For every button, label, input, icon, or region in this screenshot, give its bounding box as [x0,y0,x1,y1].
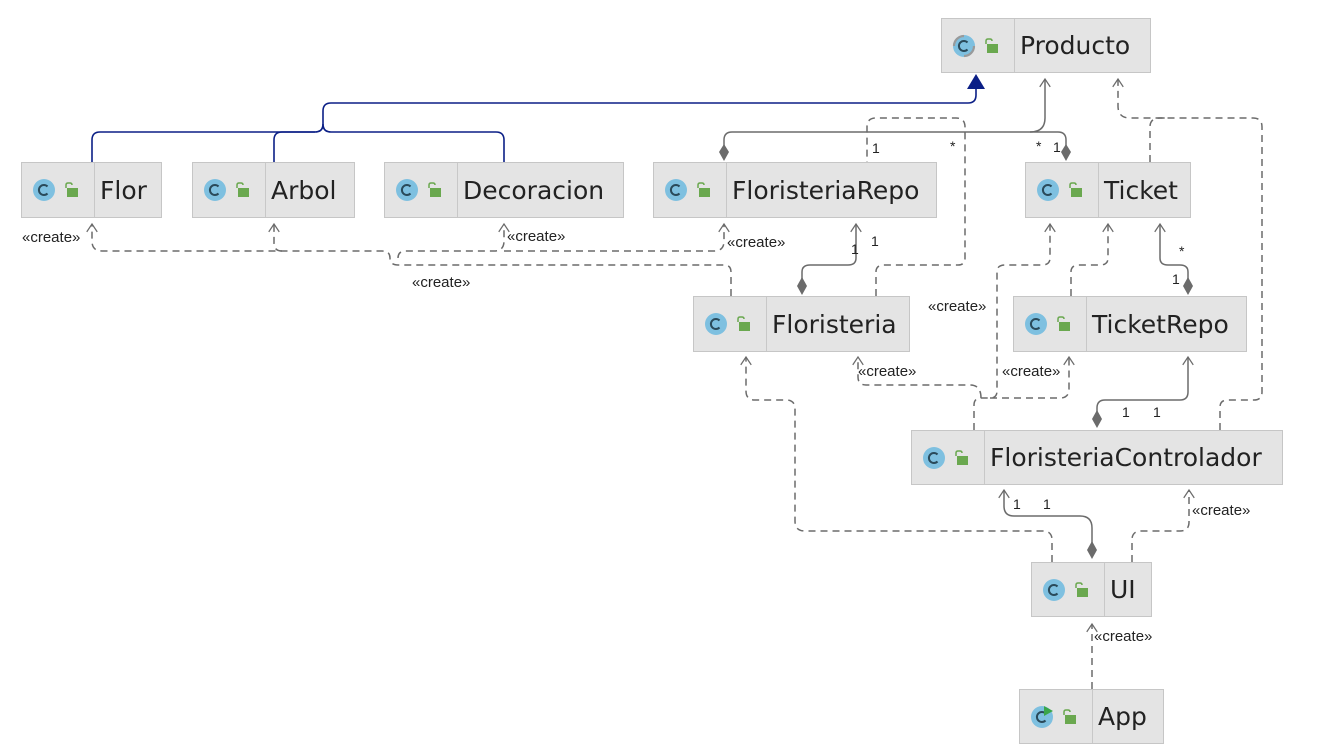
class-name: UI [1110,575,1136,604]
multiplicity: 1 [1153,404,1161,420]
edge-ticketrepo-ticket [1154,222,1189,279]
class-node-app[interactable]: App [1019,689,1164,744]
create-label: «create» [412,274,470,291]
create-label: «create» [22,229,80,246]
edge-arbol-producto [273,131,315,162]
multiplicity-labels: 1 * * 1 1 1 * 1 1 1 1 1 [851,138,1185,512]
public-visibility-icon [236,182,249,197]
class-icon [204,179,226,201]
class-icon [1025,313,1047,335]
edge-controlador-ticketrepo [1096,355,1194,412]
public-visibility-icon [1057,316,1070,331]
composition-edges [719,77,1194,559]
multiplicity: * [1036,138,1042,154]
edge-controlador-floristeria-create [852,355,982,399]
multiplicity: 1 [872,140,880,156]
multiplicity: 1 [1122,404,1130,420]
class-name: Floristeria [772,309,897,339]
class-node-floristeriarepo[interactable]: FloristeriaRepo [653,162,937,218]
edge-floristeria-decoracion [397,222,510,259]
public-visibility-icon [955,449,968,465]
class-node-floristeria[interactable]: Floristeria [693,296,910,352]
multiplicity: 1 [871,233,879,249]
class-name: Flor [100,175,147,205]
class-node-ui[interactable]: UI [1031,562,1152,617]
public-visibility-icon [1069,182,1082,197]
class-name: FloristeriaControlador [990,443,1262,472]
class-icon [396,179,418,201]
class-name: FloristeriaRepo [732,175,920,205]
public-visibility-icon [697,182,710,197]
create-label: «create» [858,363,916,380]
edge-ui-controlador [998,488,1093,543]
public-visibility-icon [985,37,998,53]
edge-ui-controlador-create [1131,488,1195,562]
composition-diamond-floristeria [797,277,807,295]
multiplicity: 1 [1053,139,1061,155]
class-icon [1043,578,1065,601]
edge-ticket-producto [1030,131,1067,147]
class-icon [33,179,55,201]
class-icon [1037,179,1059,201]
class-node-arbol[interactable]: Arbol [192,162,355,218]
multiplicity: 1 [1043,496,1051,512]
edge-controlador-producto [1112,77,1263,430]
class-name: TicketRepo [1092,309,1229,339]
class-name: Ticket [1104,175,1178,205]
edge-controlador-ticketrepo-create [990,355,1075,399]
edge-decoracion-producto [322,123,505,162]
class-icon [665,179,687,201]
class-node-ticketrepo[interactable]: TicketRepo [1013,296,1247,352]
class-icon [923,446,945,469]
multiplicity: * [950,138,956,154]
composition-diamond-ticket [1061,144,1071,161]
create-labels: «create» «create» «create» «create» «cre… [22,228,1250,645]
edge-floristeria-arbol [268,222,283,252]
class-node-ticket[interactable]: Ticket [1025,162,1191,218]
composition-diamond-controlador [1092,410,1102,428]
edge-floristeria-floristeriarepo [801,222,862,279]
class-name: Producto [1020,31,1131,60]
public-visibility-icon [737,316,750,331]
multiplicity: 1 [851,241,859,257]
composition-diamond-ui [1087,541,1097,559]
class-name: App [1098,702,1147,731]
class-node-flor[interactable]: Flor [21,162,162,218]
public-visibility-icon [1075,581,1088,597]
edge-floristeria-producto [866,117,966,296]
create-label: «create» [727,234,785,251]
inheritance-edges [91,74,985,162]
inheritance-arrowhead [967,74,985,89]
edge-flor-producto [91,88,977,162]
multiplicity: 1 [1013,496,1021,512]
create-label: «create» [1192,502,1250,519]
composition-diamond-ticketrepo [1183,277,1193,295]
public-visibility-icon [428,182,441,197]
class-name: Arbol [271,175,337,205]
edge-floristeria-flor [86,222,732,296]
edge-floristeria-floristeriarepo-create [504,222,730,252]
edge-floristeriarepo-producto [723,77,1051,147]
public-visibility-icon [65,182,78,197]
class-node-decoracion[interactable]: Decoracion [384,162,624,218]
composition-diamond-floristeriarepo [719,144,729,161]
public-visibility-icon [1063,708,1076,724]
create-label: «create» [1002,363,1060,380]
class-node-floristeriacontrolador[interactable]: FloristeriaControlador [911,430,1283,485]
runnable-class-icon [1031,705,1053,728]
create-label: «create» [1094,628,1152,645]
class-node-producto[interactable]: Producto [941,18,1151,73]
create-label: «create» [928,298,986,315]
create-label: «create» [507,228,565,245]
multiplicity: * [1179,243,1185,259]
class-icon [705,313,727,335]
abstract-class-icon [952,34,976,57]
dependency-edges [86,77,1263,689]
edge-ticketrepo-ticket-dep [1070,222,1114,296]
edge-ticket-producto-dep [1149,117,1165,162]
multiplicity: 1 [1172,271,1180,287]
class-name: Decoracion [463,175,605,205]
